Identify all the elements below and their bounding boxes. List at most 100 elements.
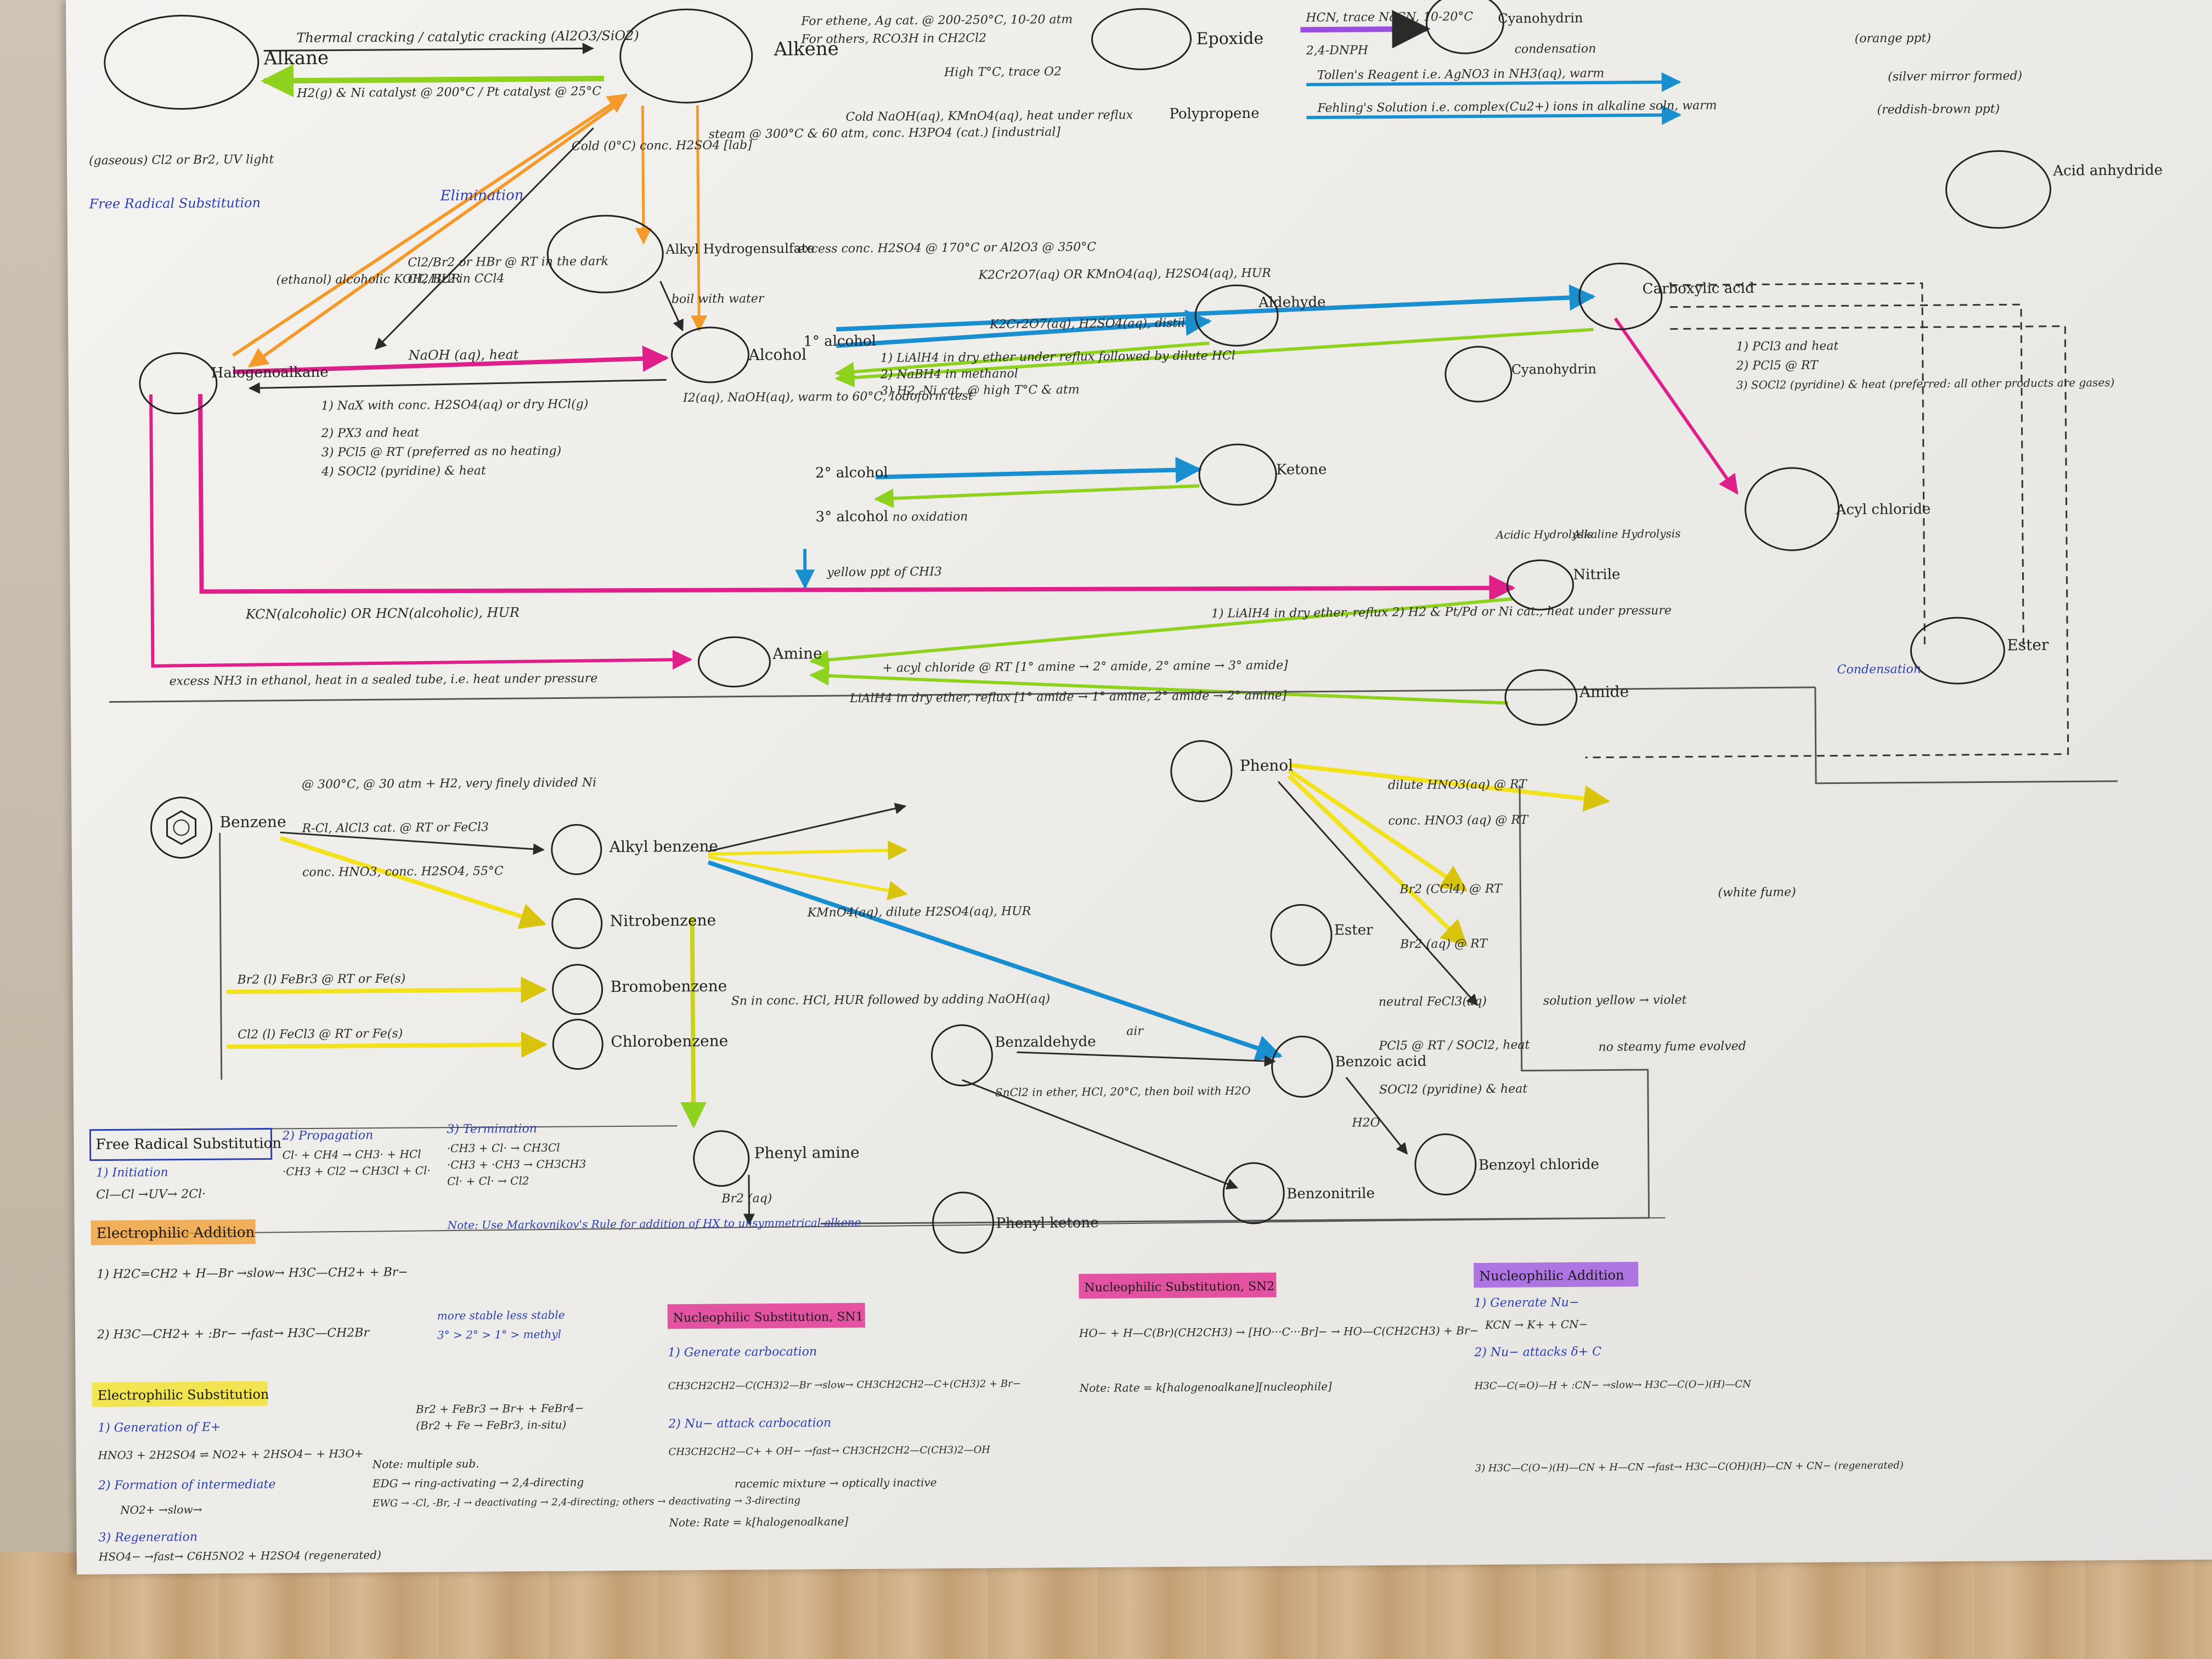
label-ester: Ester [2007, 636, 2049, 654]
label-cyanohydrin-2: Cyanohydrin [1511, 362, 1596, 377]
cond-sncl2: SnCl2 in ether, HCl, 20°C, then boil wit… [995, 1084, 1251, 1099]
region-outline [1814, 687, 2118, 785]
mech-ea-note: Note: Use Markovnikov's Rule for additio… [447, 1216, 861, 1232]
cond-friedel: R-Cl, AlCl3 cat. @ RT or FeCl3 [301, 821, 489, 836]
distil-arrow [836, 309, 1212, 348]
amide-link [1585, 325, 2069, 759]
bottom-divider [112, 1217, 1666, 1235]
mech-es-2: 2) Formation of intermediate [98, 1477, 276, 1492]
cond-halo-add2: Cl2/Br2 in CCl4 [408, 272, 504, 286]
ester-link [1669, 303, 2024, 645]
mech-es-1: 1) Generation of E+ [98, 1420, 221, 1435]
cond-pcl5-rt: 2) PCl5 @ RT [1736, 359, 1820, 373]
acid-to-acylchloride-arrow [1613, 317, 1739, 495]
hcn-arrow [1300, 10, 1431, 49]
mech-na-2: 2) Nu− attacks δ+ C [1474, 1345, 1601, 1360]
cond-yellow-ppt: yellow ppt of CHI3 [826, 565, 942, 579]
boil-water-arrow [659, 280, 684, 332]
es-box [92, 1381, 268, 1407]
cold-h2so4-arrow [635, 105, 652, 245]
cond-cracking: Thermal cracking / catalytic cracking (A… [296, 28, 639, 46]
mech-es-1c: Br2 + FeBr3 → Br+ + FeBr4− [415, 1401, 584, 1415]
label-phenyl-amine: Phenyl amine [754, 1143, 860, 1162]
cond-naoh: NaOH (aq), heat [408, 347, 518, 363]
mech-es-note2: EDG → ring-activating → 2,4-directing [372, 1475, 584, 1490]
mech-frs-title: Free Radical Substitution [95, 1135, 281, 1153]
cond-alk-hydrolysis: Alkaline Hydrolysis [1572, 527, 1681, 540]
label-aldehyde: Aldehyde [1258, 294, 1326, 311]
cond-fehlings: Fehling's Solution i.e. complex(Cu2+) io… [1317, 99, 1717, 115]
hydrogenation-arrow [261, 64, 605, 98]
fecl3-arrow [1277, 781, 1479, 1006]
elimination-arrow [232, 93, 628, 357]
na-box [1474, 1262, 1639, 1288]
nitration-alkylbenz-arrow [708, 840, 908, 861]
amine-node [697, 636, 771, 688]
cond-acid-hydrolysis: Acidic Hydrolysis [1495, 528, 1593, 541]
mech-sn1-2b: CH3CH2CH2—C+ + OH− →fast→ CH3CH2CH2—C(CH… [668, 1444, 990, 1458]
cond-free-radical: Free Radical Substitution [88, 195, 261, 212]
label-amine: Amine [772, 644, 822, 663]
label-nitrile: Nitrile [1573, 566, 1620, 583]
cond-boil: boil with water [672, 292, 765, 306]
mech-na-1: 1) Generate Nu− [1474, 1296, 1579, 1310]
cond-conc-hno3: conc. HNO3 (aq) @ RT [1388, 813, 1529, 828]
sn1-box [667, 1302, 865, 1329]
cond-socl2: 4) SOCl2 (pyridine) & heat [321, 464, 486, 479]
benzene-node [150, 797, 213, 859]
label-cyanohydrin: Cyanohydrin [1498, 10, 1583, 26]
ester2-node [1270, 904, 1333, 966]
ester-node [1910, 617, 2005, 685]
steam-arrow [691, 105, 708, 332]
cond-silver: (silver mirror formed) [1888, 69, 2022, 84]
mech-sn2-rate: Note: Rate = k[halogenoalkane][nucleophi… [1079, 1380, 1332, 1395]
mech-es-1b: HNO3 + 2H2SO4 ⇌ NO2+ + 2HSO4− + H3O+ [97, 1447, 363, 1462]
benzaldehyde-node [930, 1024, 993, 1087]
label-alkene: Alkene [774, 38, 839, 60]
label-acyl-chloride: Acyl chloride [1835, 501, 1931, 518]
benzaldehyde-arrow [1017, 1051, 1276, 1067]
label-polypropene: Polypropene [1169, 105, 1259, 122]
mech-frs-3c: ·CH3 + ·CH3 → CH3CH3 [447, 1157, 586, 1171]
aldehyde-to-acid-arrow [1274, 287, 1595, 312]
mech-frs-3d: Cl· + Cl· → Cl2 [447, 1174, 529, 1188]
cond-hydrogenation: H2(g) & Ni catalyst @ 200°C / Pt catalys… [296, 84, 601, 100]
mech-ea-2: 2) H3C—CH2+ + :Br− →fast→ H3C—CH2Br [97, 1326, 370, 1341]
acid-anhydride-node [1945, 150, 2051, 229]
mech-na-2b: H3C—C(=O)—H + :CN− →slow→ H3C—C(O−)(H)—C… [1474, 1379, 1752, 1392]
chlorobenzene-node [552, 1019, 603, 1070]
label-nitrobenzene: Nitrobenzene [610, 911, 716, 930]
divider-top [109, 686, 1815, 703]
bromination-alkylbenz-arrow [708, 855, 908, 901]
label-chlorobenzene: Chlorobenzene [611, 1032, 728, 1051]
mech-es-note3: EWG → -Cl, -Br, -I → deactivating → 2,4-… [372, 1495, 800, 1509]
cond-poly: High T°C, trace O2 [944, 65, 1062, 80]
amide-node [1504, 669, 1578, 726]
alkane-node [104, 15, 259, 110]
mech-sn2-title: Nucleophilic Substitution, SN2 [1084, 1280, 1274, 1295]
cond-nitration-phenol: dilute HNO3(aq) @ RT [1388, 777, 1528, 792]
cond-epox: For ethene, Ag cat. @ 200-250°C, 10-20 a… [800, 13, 1073, 28]
label-ester-2: Ester [1334, 922, 1373, 938]
cond-h2o: H2O [1351, 1116, 1380, 1130]
label-phenyl-ketone: Phenyl ketone [996, 1215, 1099, 1232]
label-alkyl-hs: Alkyl Hydrogensulfate [665, 240, 815, 257]
cond-br-aq: Br2 (aq) [721, 1192, 772, 1206]
cond-lialh4: 1) LiAlH4 in dry ether under reflux foll… [881, 349, 1235, 365]
cond-cold-h2so4: Cold (0°C) conc. H2SO4 [lab] [572, 138, 752, 153]
halo-alkylbenz-arrow [708, 803, 907, 853]
hx-addition-arrow [247, 104, 617, 368]
cond-steam: steam @ 300°C & 60 atm, conc. H3PO4 (cat… [709, 125, 1061, 141]
cond-socl2-pyr: 3) SOCl2 (pyridine) & heat (preferred: a… [1736, 376, 2114, 392]
mech-ea-1: 1) H2C=CH2 + H—Br →slow→ H3C—CH2+ + Br− [97, 1266, 408, 1282]
lialh4-ketone-arrow [873, 484, 1200, 509]
lialh4-aldehyde-arrow [834, 341, 1210, 382]
nitrobenzene-node [551, 898, 603, 950]
amide-to-amine-arrow [809, 665, 1509, 705]
mech-ea-note3: 3° > 2° > 1° > methyl [437, 1328, 561, 1342]
cond-fecl3: neutral FeCl3(aq) [1379, 995, 1487, 1009]
cond-pcl3: 1) PCl3 and heat [1736, 339, 1838, 353]
cond-br-aq-phenol: Br2 (aq) @ RT [1400, 937, 1488, 951]
mech-na-3: 3) H3C—C(O−)(H)—CN + H—CN →fast→ H3C—C(O… [1475, 1460, 1904, 1474]
cond-br-ccl4: Br2 (CCl4) @ RT [1399, 882, 1503, 896]
